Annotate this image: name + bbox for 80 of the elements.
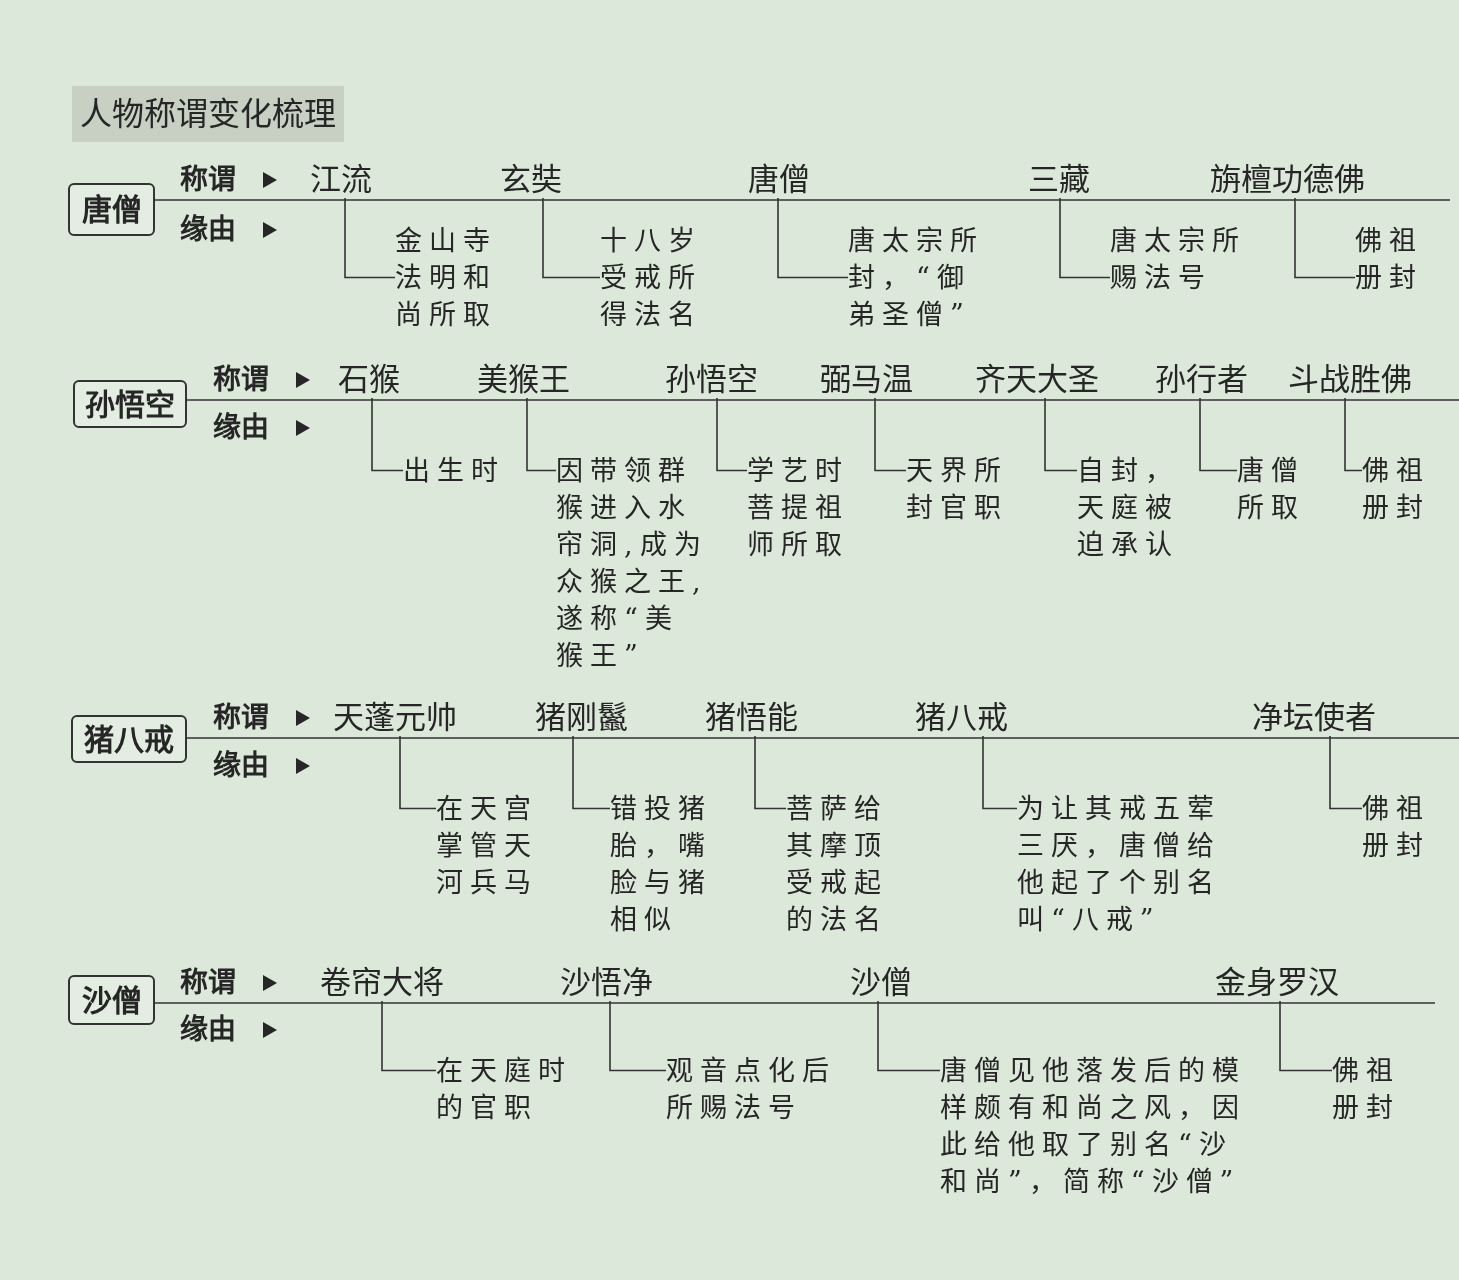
row-label: 缘由 [213,410,269,446]
reason-text: 观音点化后所赐法号 [666,1052,856,1126]
row-label: 称谓 [180,965,236,1001]
reason-text: 十八岁受戒所得法名 [600,222,722,333]
connector-line [982,735,1018,810]
connector-line [609,1000,667,1072]
reason-text: 在天庭时的官职 [436,1052,592,1126]
title-name: 沙悟净 [560,963,653,1001]
title-name: 美猴王 [477,360,570,398]
reason-text: 佛祖册封 [1362,452,1450,526]
connector-line [877,1000,941,1072]
character-box: 猪八戒 [71,715,187,763]
connector-line [716,397,748,472]
title-name: 猪八戒 [915,698,1008,736]
row-label: 缘由 [180,1012,236,1048]
title-name: 唐僧 [748,160,810,198]
timeline-line [186,399,1459,401]
connector-line [777,197,849,279]
connector-line [542,197,601,279]
title-name: 猪悟能 [705,698,798,736]
reason-text: 佛祖册封 [1362,790,1450,864]
title-name: 弼马温 [820,360,913,398]
connector-line [526,397,557,472]
row-label: 称谓 [213,700,269,736]
reason-text: 唐太宗所封，“御弟圣僧” [848,222,1004,333]
connector-line [399,735,437,810]
connector-line [1329,735,1363,810]
reason-text: 在天宫掌管天河兵马 [436,790,558,901]
connector-line [1294,197,1356,279]
connector-line [1044,397,1078,472]
connector-line [1279,1000,1333,1072]
connector-line [371,397,404,472]
timeline-line [154,1002,1436,1004]
title-name: 天蓬元帅 [333,698,457,736]
title-name: 齐天大圣 [975,360,1099,398]
reason-text: 唐僧所取 [1237,452,1325,526]
character-box: 唐僧 [68,183,155,236]
reason-text: 佛祖册封 [1332,1052,1420,1126]
connector-line [1059,197,1111,279]
title-name: 净坛使者 [1252,698,1376,736]
reason-text: 学艺时菩提祖师所取 [747,452,869,563]
connector-line [874,397,907,472]
row-label: 缘由 [213,748,269,784]
title-name: 沙僧 [850,963,912,1001]
connector-line [1199,397,1238,472]
title-name: 三藏 [1028,160,1090,198]
title-name: 卷帘大将 [320,963,444,1001]
reason-text: 为让其戒五荤三厌，唐僧给他起了个别名叫“八戒” [1017,790,1241,938]
reason-text: 出生时 [403,452,525,489]
connector-line [381,1000,437,1072]
connector-line [572,735,611,810]
reason-text: 错投猪胎，嘴脸与猪相似 [610,790,732,938]
connector-line [1344,397,1363,472]
reason-text: 因带领群猴进入水帘洞,成为众猴之王,遂称“美猴王” [556,452,712,674]
connector-line [754,735,787,810]
reason-text: 自封，天庭被迫承认 [1077,452,1199,563]
row-label: 称谓 [180,162,236,198]
reason-text: 金山寺法明和尚所取 [395,222,517,333]
timeline-line [186,737,1459,739]
reason-text: 唐僧见他落发后的模样颇有和尚之风，因此给他取了别名“沙和尚”，简称“沙僧” [940,1052,1266,1200]
reason-text: 天界所封官职 [906,452,1028,526]
title-name: 孙悟空 [665,360,758,398]
title-name: 孙行者 [1155,360,1248,398]
title: 人物称谓变化梳理 [72,86,344,142]
title-name: 猪刚鬣 [535,698,628,736]
title-name: 玄奘 [500,160,562,198]
connector-line [344,197,396,279]
row-label: 缘由 [180,212,236,248]
reason-text: 佛祖册封 [1355,222,1443,296]
character-box: 孙悟空 [73,380,187,428]
row-label: 称谓 [213,362,269,398]
title-name: 金身罗汉 [1215,963,1339,1001]
title-name: 石猴 [338,360,400,398]
reason-text: 菩萨给其摩顶受戒起的法名 [786,790,908,938]
timeline-line [154,199,1451,201]
title-name: 旃檀功德佛 [1210,160,1365,198]
title-name: 江流 [310,160,372,198]
character-box: 沙僧 [68,975,155,1025]
reason-text: 唐太宗所赐法号 [1110,222,1266,296]
title-name: 斗战胜佛 [1288,360,1412,398]
